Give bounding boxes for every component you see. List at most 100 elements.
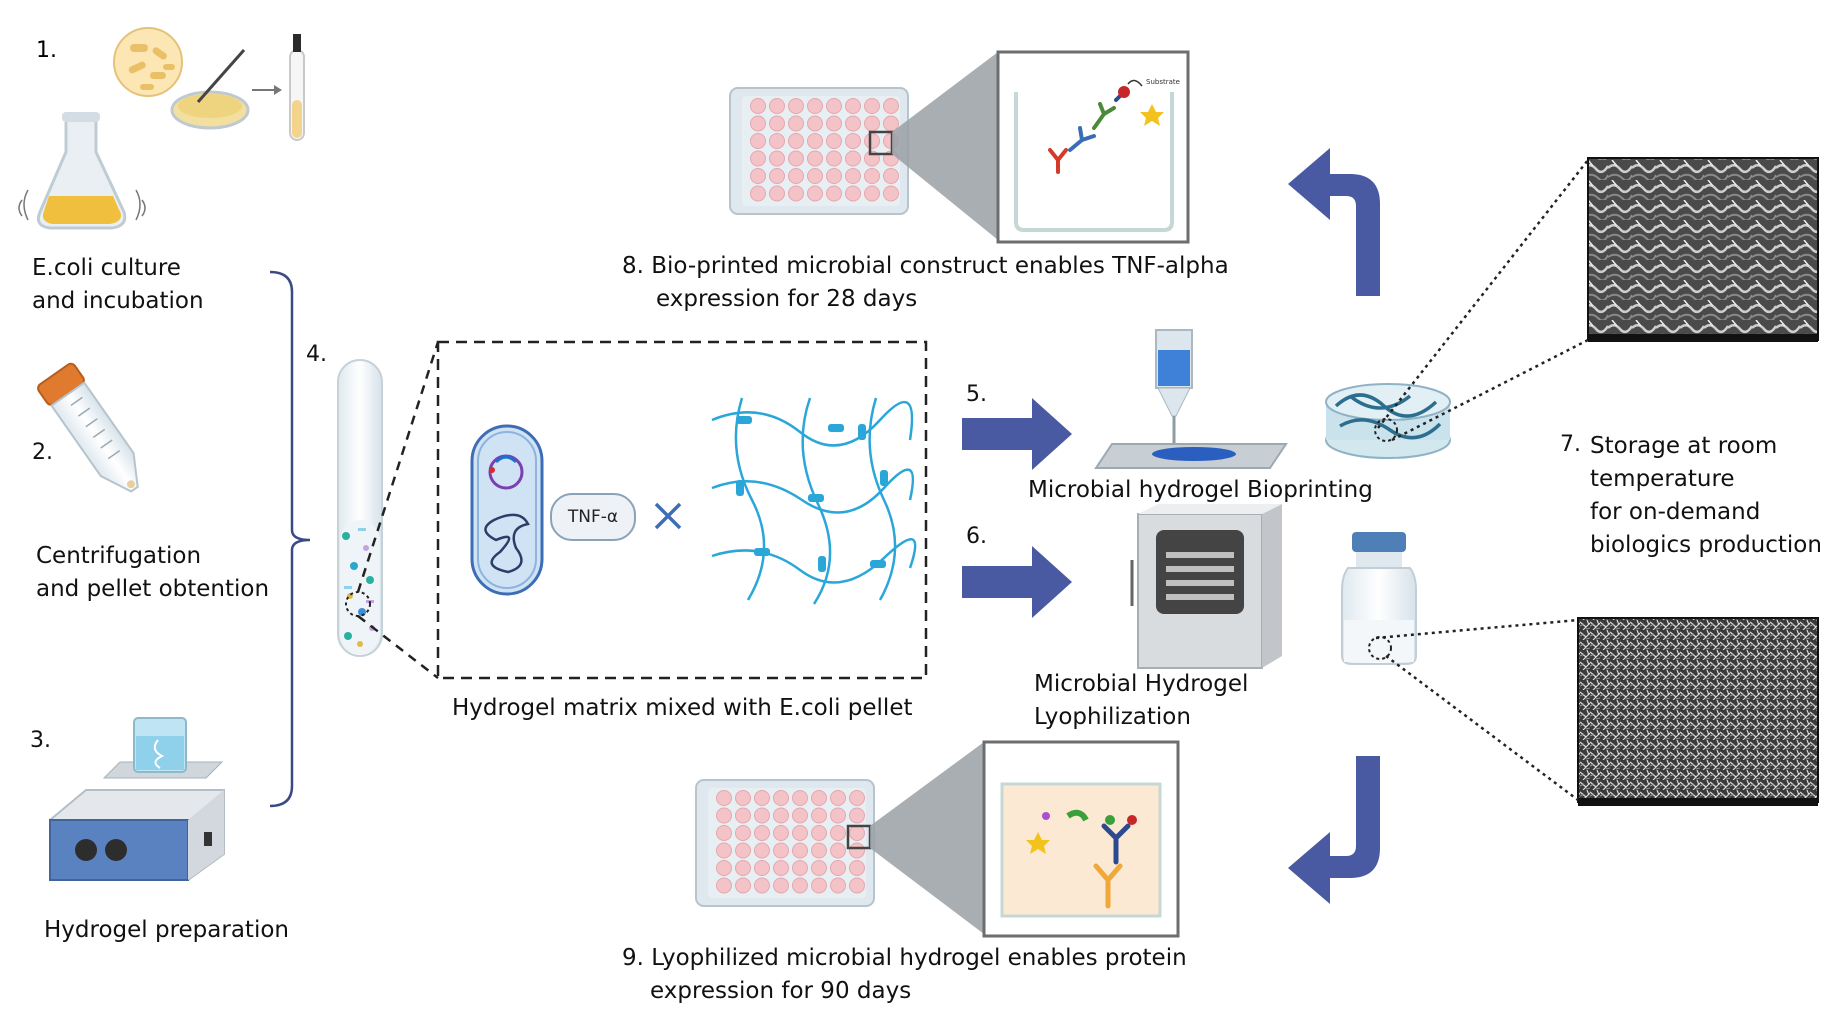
centrifuge-tube-illustration <box>37 362 139 493</box>
well <box>750 168 766 184</box>
step2-number: 2. <box>32 440 53 465</box>
well <box>792 825 808 841</box>
well <box>788 168 804 184</box>
wells-step9 <box>716 790 865 894</box>
well <box>769 98 785 114</box>
well <box>883 168 899 184</box>
well <box>807 150 823 167</box>
ecoli-cell-icon <box>470 424 544 596</box>
step7-number: 7. <box>1560 432 1581 457</box>
hydrogel-disk-illustration <box>1325 383 1451 459</box>
inset-substrate-label: Substrate <box>1146 78 1180 86</box>
well <box>792 807 808 824</box>
hydrogel-crosslinks <box>736 416 888 572</box>
well <box>864 168 880 184</box>
well <box>830 860 846 876</box>
well <box>716 825 732 841</box>
well <box>830 842 846 859</box>
bioprinter-illustration <box>1094 329 1288 469</box>
well <box>849 825 865 841</box>
well <box>845 150 861 167</box>
well <box>826 133 842 149</box>
well <box>788 98 804 114</box>
step6-line1: Microbial Hydrogel <box>1034 671 1249 697</box>
substrate-star-icon <box>1140 104 1164 126</box>
well <box>788 150 804 167</box>
well <box>750 150 766 167</box>
step7-line2: temperature <box>1590 466 1735 492</box>
hot-plate-stirrer-illustration <box>49 717 225 881</box>
well <box>811 790 827 806</box>
well <box>811 860 827 876</box>
well <box>754 807 770 824</box>
inset-step8 <box>996 50 1190 244</box>
well <box>811 825 827 841</box>
well <box>769 115 785 132</box>
step9-line2: expression for 90 days <box>650 978 912 1004</box>
tnf-alpha-badge: TNF-α <box>550 493 636 541</box>
sem-image-bioprinted <box>1587 157 1819 341</box>
well <box>845 98 861 114</box>
well <box>811 842 827 859</box>
well <box>735 825 751 841</box>
well <box>773 807 789 824</box>
well <box>864 133 880 149</box>
well <box>773 877 789 894</box>
step2-line1: Centrifugation <box>36 543 202 569</box>
well <box>750 133 766 149</box>
well <box>792 860 808 876</box>
well <box>792 790 808 806</box>
well <box>754 790 770 806</box>
step6-number: 6. <box>966 524 987 549</box>
vial-illustration <box>1341 532 1417 665</box>
well <box>750 185 766 202</box>
well <box>849 807 865 824</box>
sem-image-lyophilized <box>1577 617 1819 803</box>
well <box>750 98 766 114</box>
ecoli-culture-illustration <box>18 27 305 230</box>
well <box>754 877 770 894</box>
step9-line1: Lyophilized microbial hydrogel enables p… <box>651 945 1187 971</box>
step8-caption: 8. Bio-printed microbial construct enabl… <box>622 250 1229 316</box>
well <box>754 860 770 876</box>
step9-number: 9. <box>622 945 644 971</box>
step6-caption: Microbial Hydrogel Lyophilization <box>1034 668 1248 734</box>
well <box>754 842 770 859</box>
step1-line1: E.coli culture <box>32 255 181 281</box>
well <box>773 860 789 876</box>
well <box>864 115 880 132</box>
well <box>849 790 865 806</box>
well <box>807 115 823 132</box>
well <box>830 807 846 824</box>
well <box>849 860 865 876</box>
step7-line1: Storage at room <box>1590 433 1778 459</box>
well <box>826 115 842 132</box>
well <box>845 115 861 132</box>
arrow-step6 <box>962 546 1072 618</box>
step1-line2: and incubation <box>32 288 204 314</box>
well <box>773 790 789 806</box>
well <box>845 133 861 149</box>
well <box>735 842 751 859</box>
well <box>792 842 808 859</box>
step7-caption: Storage at room temperature for on-deman… <box>1590 430 1822 562</box>
well <box>830 825 846 841</box>
well <box>826 150 842 167</box>
step4-number: 4. <box>306 342 327 367</box>
well <box>811 807 827 824</box>
well <box>788 185 804 202</box>
step8-line2: expression for 28 days <box>656 286 918 312</box>
well <box>716 877 732 894</box>
step6-line2: Lyophilization <box>1034 704 1191 730</box>
step3-caption: Hydrogel preparation <box>44 917 289 943</box>
steps-1-3-bracket <box>269 270 311 808</box>
arrow-step5 <box>962 398 1072 470</box>
well <box>773 842 789 859</box>
well <box>845 168 861 184</box>
step8-number: 8. <box>622 253 644 279</box>
step5-caption: Microbial hydrogel Bioprinting <box>1028 477 1373 503</box>
well <box>807 98 823 114</box>
well <box>807 133 823 149</box>
step1-number: 1. <box>36 38 57 63</box>
well <box>883 185 899 202</box>
